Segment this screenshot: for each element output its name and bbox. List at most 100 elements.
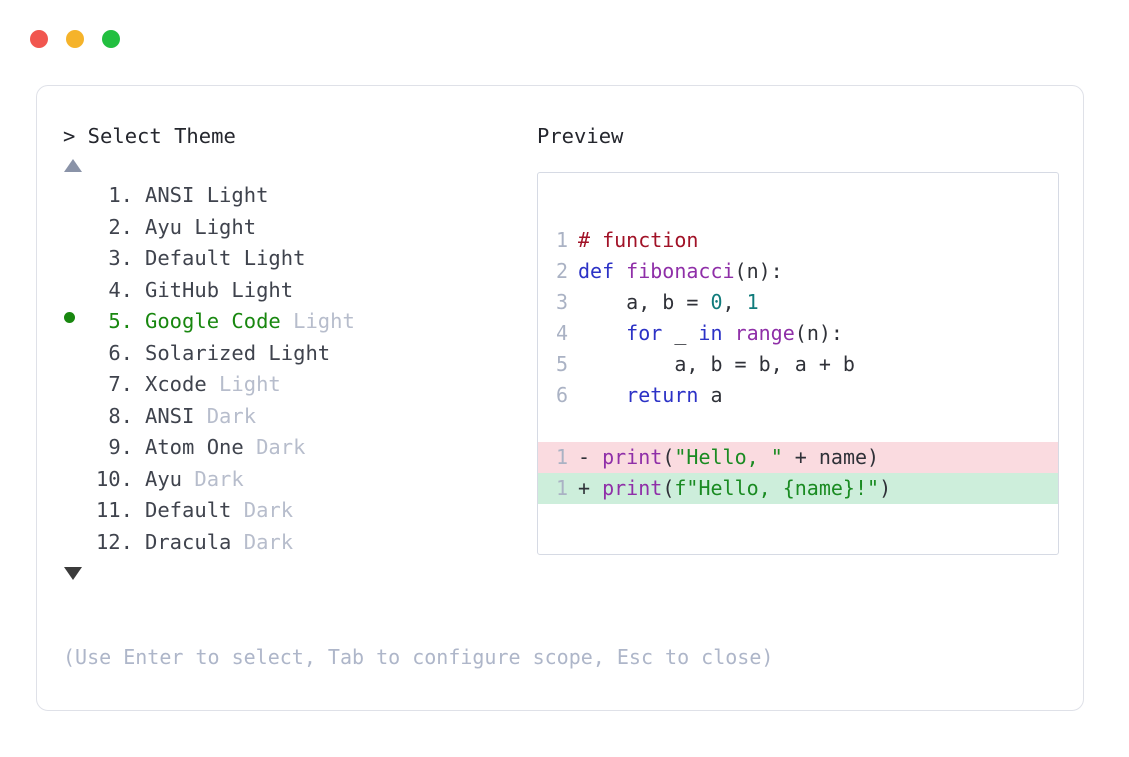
line-number: 6 bbox=[555, 383, 568, 407]
theme-item-name: Xcode bbox=[145, 372, 207, 396]
code-token: fibonacci bbox=[626, 259, 735, 283]
line-number: 3 bbox=[555, 290, 568, 314]
theme-item-index: 3. bbox=[108, 246, 133, 270]
code-token bbox=[578, 321, 626, 345]
theme-item-name: Dracula bbox=[145, 529, 232, 554]
line-number: 2 bbox=[555, 259, 568, 283]
line-number: 1 bbox=[555, 476, 568, 500]
theme-item-name: Solarized bbox=[145, 340, 257, 365]
code-source: return a bbox=[578, 380, 1058, 411]
theme-item-variant: Dark bbox=[182, 466, 244, 491]
theme-list-item[interactable]: 11. Default Dark bbox=[63, 495, 533, 527]
code-token: ( bbox=[662, 445, 675, 469]
theme-item-index: 2. bbox=[108, 214, 133, 239]
theme-item-index: 7. bbox=[108, 372, 133, 396]
line-number: 5 bbox=[555, 352, 568, 376]
code-token: - bbox=[578, 445, 603, 469]
code-token: range bbox=[734, 321, 795, 345]
theme-item-variant: Light bbox=[182, 214, 257, 239]
code-line: 1- print("Hello, " + name) bbox=[538, 442, 1058, 473]
theme-item-index: 8. bbox=[108, 403, 133, 428]
theme-item-variant: Dark bbox=[243, 435, 306, 459]
theme-item-variant: Light bbox=[219, 277, 294, 302]
theme-item-name: Default bbox=[145, 246, 232, 270]
theme-item-name: Ayu bbox=[145, 466, 183, 491]
code-token: print bbox=[602, 476, 663, 500]
theme-item-index: 10. bbox=[95, 466, 133, 491]
theme-list-item[interactable]: 9. Atom One Dark bbox=[63, 432, 533, 464]
maximize-icon[interactable] bbox=[102, 30, 120, 48]
theme-list-item[interactable]: 1.ANSI Light bbox=[63, 180, 533, 212]
theme-item-name: Ayu bbox=[145, 214, 183, 239]
code-line: 4 for _ in range(n): bbox=[538, 318, 1058, 349]
theme-item-name: GitHub bbox=[145, 277, 220, 302]
line-number: 1 bbox=[555, 228, 568, 252]
theme-list-item[interactable]: 10. Ayu Dark bbox=[63, 464, 533, 496]
code-source: def fibonacci(n): bbox=[578, 256, 1058, 287]
triangle-down-icon bbox=[64, 567, 82, 580]
code-token: # function bbox=[578, 228, 699, 252]
preview-label: Preview bbox=[537, 124, 624, 148]
code-token: (n): bbox=[794, 321, 843, 345]
code-line: 6 return a bbox=[538, 380, 1058, 411]
code-source: + print(f"Hello, {name}!") bbox=[578, 473, 1058, 504]
theme-item-name: ANSI bbox=[145, 183, 195, 207]
selected-bullet-icon bbox=[64, 312, 75, 323]
theme-list-item[interactable]: 8.ANSI Dark bbox=[63, 401, 533, 433]
close-icon[interactable] bbox=[30, 30, 48, 48]
code-token: a, b = b, a + b bbox=[578, 352, 855, 376]
theme-list-item[interactable]: 2. Ayu Light bbox=[63, 212, 533, 244]
theme-list-item[interactable]: 6.Solarized Light bbox=[63, 338, 533, 370]
theme-item-name: Atom One bbox=[145, 435, 244, 459]
theme-list-item[interactable]: 3. Default Light bbox=[63, 243, 533, 275]
code-source: a, b = b, a + b bbox=[578, 349, 1058, 380]
keyboard-hint: (Use Enter to select, Tab to configure s… bbox=[63, 645, 774, 669]
line-number: 4 bbox=[555, 321, 568, 345]
triangle-up-icon bbox=[64, 159, 82, 172]
code-token: 1 bbox=[746, 290, 759, 314]
scroll-up-arrow[interactable] bbox=[63, 150, 533, 180]
theme-item-variant: Dark bbox=[194, 403, 257, 428]
theme-item-name: Default bbox=[145, 498, 232, 522]
theme-list-item[interactable]: 7.Xcode Light bbox=[63, 369, 533, 401]
code-token: , bbox=[722, 290, 747, 314]
code-token: ) bbox=[879, 476, 892, 500]
code-line: 1 + print(f"Hello, {name}!") bbox=[538, 473, 1058, 504]
theme-item-index: 5. bbox=[108, 309, 133, 333]
theme-item-index: 12. bbox=[95, 529, 133, 554]
code-token: print bbox=[602, 445, 663, 469]
theme-item-variant: Dark bbox=[231, 498, 294, 522]
theme-item-index: 9. bbox=[108, 435, 133, 459]
theme-item-variant: Light bbox=[231, 246, 306, 270]
minimize-icon[interactable] bbox=[66, 30, 84, 48]
theme-list-item[interactable]: 12. Dracula Dark bbox=[63, 527, 533, 559]
code-line: 2 def fibonacci(n): bbox=[538, 256, 1058, 287]
code-spacer bbox=[538, 411, 1058, 442]
scroll-down-arrow[interactable] bbox=[63, 558, 533, 588]
code-token: return bbox=[626, 383, 699, 407]
code-token: ( bbox=[662, 476, 675, 500]
code-line: 1 # function bbox=[538, 225, 1058, 256]
code-token bbox=[723, 321, 735, 345]
theme-list-item[interactable]: 5.Google Code Light bbox=[63, 306, 533, 338]
code-source: a, b = 0, 1 bbox=[578, 287, 1058, 318]
code-token: for bbox=[626, 321, 663, 345]
code-token: + name) bbox=[782, 445, 880, 469]
theme-item-index: 11. bbox=[95, 498, 133, 522]
theme-item-variant: Light bbox=[280, 309, 355, 333]
code-source: # function bbox=[578, 225, 1058, 256]
code-source: for _ in range(n): bbox=[578, 318, 1058, 349]
theme-item-variant: Dark bbox=[231, 529, 294, 554]
theme-list-item[interactable]: 4.GitHub Light bbox=[63, 275, 533, 307]
code-token: + bbox=[578, 476, 603, 500]
line-number: 1 bbox=[555, 445, 568, 469]
code-token: 0 bbox=[710, 290, 723, 314]
code-token: a, b = bbox=[578, 290, 711, 314]
code-line: 3 a, b = 0, 1 bbox=[538, 287, 1058, 318]
